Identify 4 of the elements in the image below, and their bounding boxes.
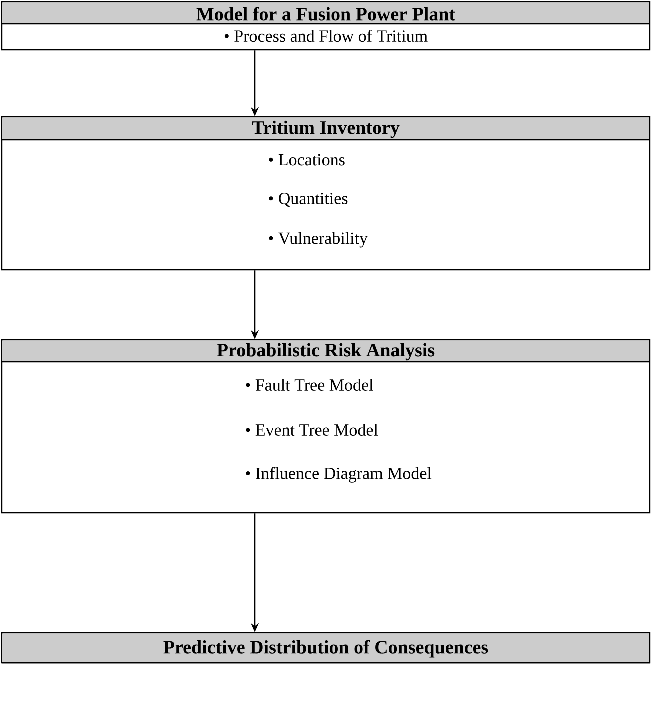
process-box: Model for a Fusion Power Plant • Process and Flow of Tritium — [1, 1, 651, 51]
process-box: Probabilistic Risk Analysis • Fault Tree Model • Event Tree Model • Influence Diagram Model — [1, 339, 651, 514]
process-box: Tritium Inventory • Locations • Quantities • Vulnerability — [1, 116, 651, 271]
process-box: Predictive Distribution of Consequences — [1, 632, 651, 664]
